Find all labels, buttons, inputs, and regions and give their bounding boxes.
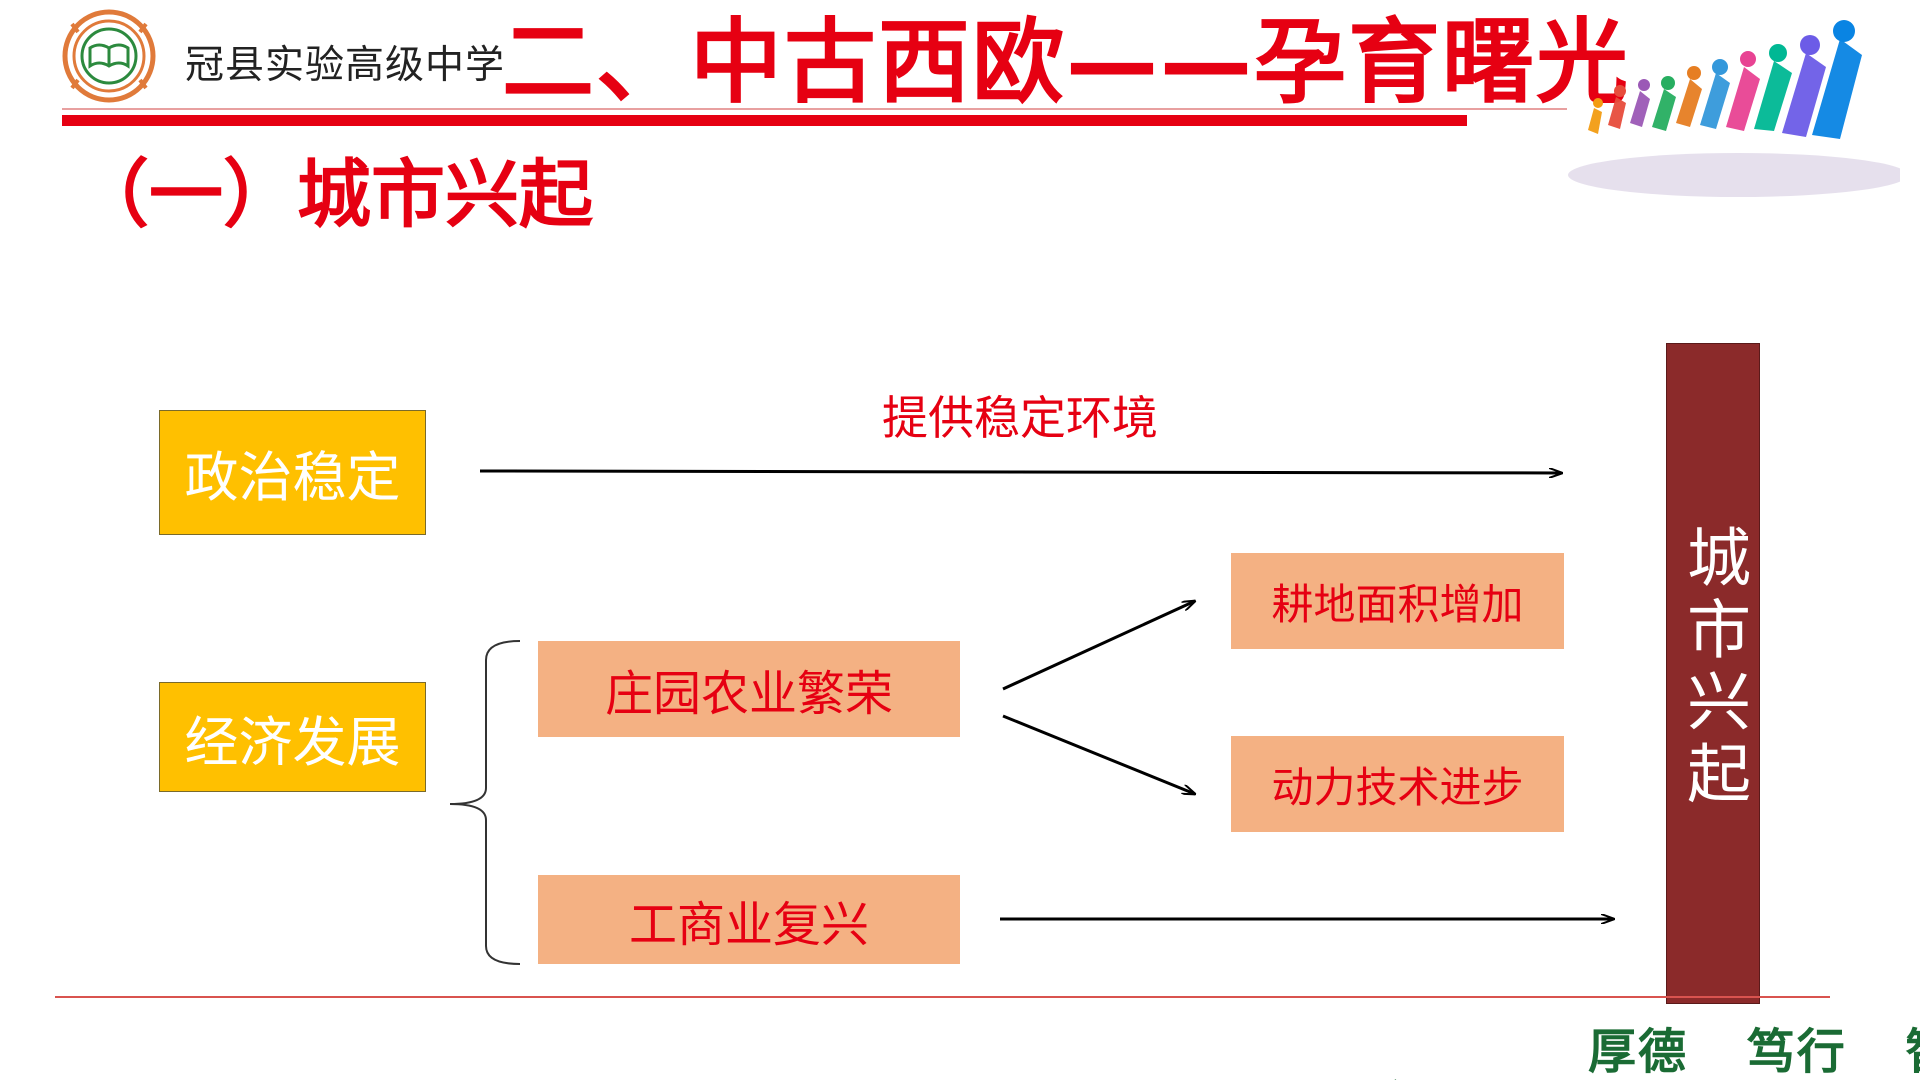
footer-rule xyxy=(55,996,1830,998)
section-title: （一）城市兴起 xyxy=(75,152,593,238)
school-emblem-icon xyxy=(62,9,156,103)
header-rule-thin xyxy=(62,108,1567,110)
box-manor-agriculture: 庄园农业繁荣 xyxy=(538,641,960,737)
arrow-label-stable-environment: 提供稳定环境 xyxy=(882,391,1158,445)
result-pillar: 城市兴起 xyxy=(1666,343,1760,1004)
box-power-technology: 动力技术进步 xyxy=(1231,736,1564,832)
cause-political-stability: 政治稳定 xyxy=(159,410,426,535)
school-motto-overflow: 远 xyxy=(1390,1062,1438,1080)
header-rule-thick xyxy=(62,115,1467,126)
arrow-political-to-result xyxy=(479,471,1562,473)
arrow-manor-to-farmland xyxy=(1002,601,1195,691)
box-commerce-revival: 工商业复兴 xyxy=(538,875,960,964)
school-name: 冠县实验高级中学 xyxy=(185,43,506,88)
school-motto: 厚德 笃行 智 xyxy=(1588,1024,1920,1080)
box-farmland-increase: 耕地面积增加 xyxy=(1231,553,1564,649)
result-rise-of-cities: 城市兴起 xyxy=(1676,524,1750,812)
cause-economic-development: 经济发展 xyxy=(159,682,426,792)
arrow-manor-to-power xyxy=(1002,714,1195,794)
economic-brace xyxy=(449,640,521,965)
main-title: 二、中古西欧——孕育曙光 xyxy=(502,9,1631,116)
runners-silhouette-icon xyxy=(1568,20,1900,197)
